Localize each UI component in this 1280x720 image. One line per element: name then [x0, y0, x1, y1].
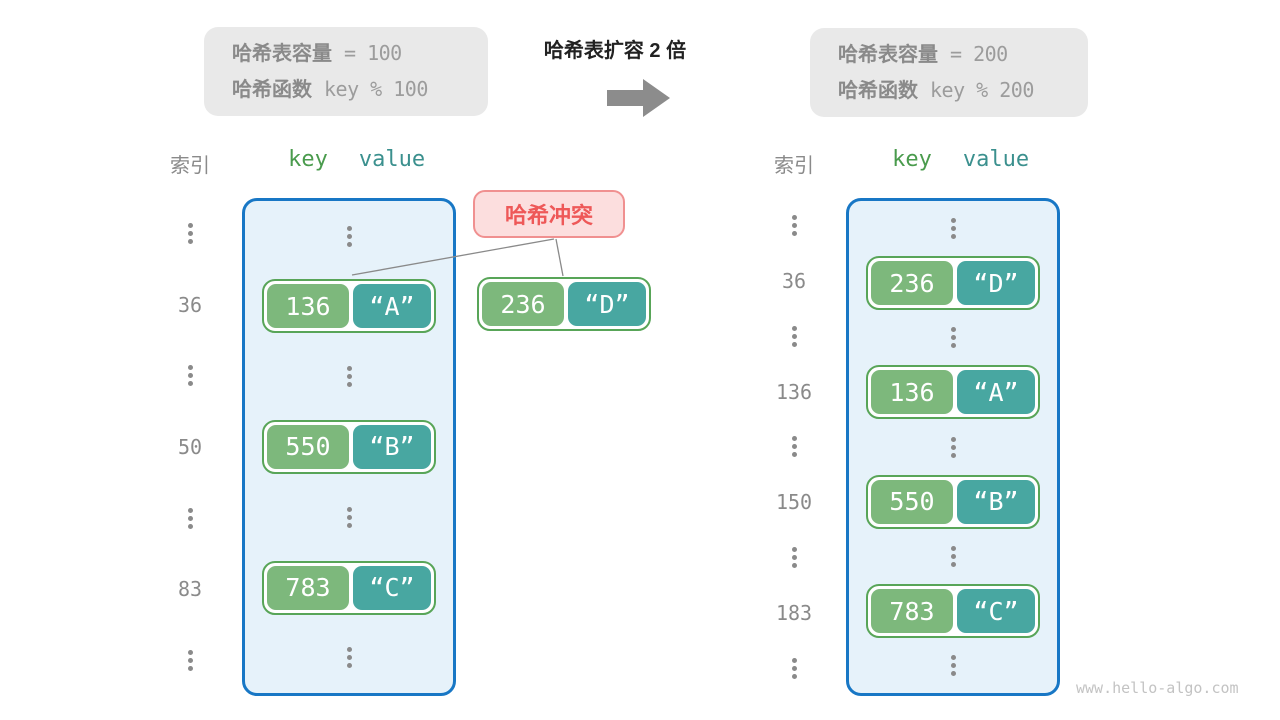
capacity-label: 哈希表容量 [838, 44, 938, 66]
index-label: 183 [775, 600, 813, 625]
capacity-label: 哈希表容量 [232, 43, 332, 65]
kv-pair: 236 “D” [866, 256, 1040, 310]
kv-pair: 783 “C” [262, 560, 436, 615]
kv-column-headers: key value [846, 146, 1060, 198]
index-column: 36 50 83 [148, 198, 232, 696]
ellipsis-icon [187, 223, 193, 245]
index-label: 36 [177, 292, 203, 317]
table-body: 36 50 83 136 “A” 550 [148, 198, 456, 696]
capacity-info-box-left: 哈希表容量 = 100 哈希函数 key % 100 [204, 27, 488, 116]
hash-fn-value: key % 100 [324, 77, 428, 101]
left-hash-table-section: 索引 key value 36 50 83 136 [148, 146, 456, 696]
ellipsis-icon [346, 647, 352, 669]
hash-fn-line: 哈希函数 key % 100 [232, 72, 488, 108]
collision-callout: 哈希冲突 [473, 190, 625, 238]
bucket-row: 236 “D” [849, 256, 1057, 311]
column-headers: 索引 key value [752, 146, 1060, 198]
bucket-row: 783 “C” [849, 584, 1057, 639]
bucket-row: 136 “A” [849, 365, 1057, 420]
bucket-row: 550 “B” [849, 474, 1057, 529]
ellipsis-icon [950, 327, 956, 349]
key-box: 136 [871, 370, 953, 415]
ellipsis-icon [346, 225, 352, 247]
value-box: “B” [957, 479, 1035, 524]
ellipsis-icon [950, 436, 956, 458]
ellipsis-icon [950, 545, 956, 567]
key-box: 136 [267, 284, 349, 329]
index-column: 36 136 150 183 [752, 198, 836, 696]
bucket-row: 783 “C” [245, 552, 453, 622]
expansion-title: 哈希表扩容 2 倍 [543, 40, 687, 62]
ellipsis-icon [950, 217, 956, 239]
kv-column-headers: key value [242, 146, 456, 198]
value-box: “D” [957, 261, 1035, 305]
ellipsis-icon [187, 365, 193, 387]
index-label: 150 [775, 490, 813, 515]
ellipsis-icon [950, 655, 956, 677]
key-box: 550 [267, 424, 349, 469]
index-label: 50 [177, 434, 203, 459]
index-column-header: 索引 [170, 155, 210, 177]
value-column-header: value [358, 147, 426, 172]
ellipsis-icon [346, 366, 352, 388]
key-box: 550 [871, 479, 953, 524]
value-box: “A” [957, 370, 1035, 415]
value-column-header: value [962, 147, 1030, 172]
value-box: “B” [353, 424, 431, 469]
value-box: “D” [568, 282, 646, 326]
kv-pair: 136 “A” [866, 365, 1040, 420]
key-box: 236 [482, 282, 564, 326]
ellipsis-icon [791, 547, 797, 569]
key-column-header: key [288, 147, 328, 172]
kv-pair: 136 “A” [262, 279, 436, 334]
hash-fn-label: 哈希函数 [838, 80, 918, 102]
watermark: www.hello-algo.com [1076, 679, 1239, 697]
ellipsis-icon [791, 215, 797, 237]
index-column-header: 索引 [774, 155, 814, 177]
ellipsis-icon [791, 657, 797, 679]
value-box: “C” [957, 589, 1035, 634]
capacity-value: = 200 [950, 42, 1008, 66]
kv-pair: 550 “B” [866, 474, 1040, 529]
ellipsis-icon [187, 649, 193, 671]
bucket-row: 136 “A” [245, 271, 453, 341]
hash-fn-label: 哈希函数 [232, 79, 312, 101]
key-column-header: key [892, 147, 932, 172]
value-box: “C” [353, 565, 431, 610]
index-label: 136 [775, 379, 813, 404]
kv-pair: 550 “B” [262, 419, 436, 474]
bucket-row: 550 “B” [245, 412, 453, 482]
index-label: 36 [781, 268, 807, 293]
capacity-value: = 100 [344, 41, 402, 65]
arrow-right-icon [607, 79, 670, 117]
collision-kv-pair: 236 “D” [477, 277, 651, 331]
index-label: 83 [177, 577, 203, 602]
capacity-line: 哈希表容量 = 100 [232, 36, 488, 72]
hash-table-container: 136 “A” 550 “B” 783 “C” [242, 198, 456, 696]
capacity-info-box-right: 哈希表容量 = 200 哈希函数 key % 200 [810, 28, 1088, 117]
key-box: 236 [871, 261, 953, 305]
ellipsis-icon [346, 506, 352, 528]
table-body: 36 136 150 183 236 “D” [752, 198, 1060, 696]
ellipsis-icon [791, 436, 797, 458]
hash-table-container: 236 “D” 136 “A” 550 “B” [846, 198, 1060, 696]
key-box: 783 [871, 589, 953, 634]
ellipsis-icon [791, 325, 797, 347]
ellipsis-icon [187, 507, 193, 529]
column-headers: 索引 key value [148, 146, 456, 198]
hash-fn-value: key % 200 [930, 78, 1034, 102]
kv-pair: 783 “C” [866, 584, 1040, 639]
hash-fn-line: 哈希函数 key % 200 [838, 73, 1088, 109]
value-box: “A” [353, 284, 431, 329]
right-hash-table-section: 索引 key value 36 136 150 183 [752, 146, 1060, 696]
key-box: 783 [267, 565, 349, 610]
capacity-line: 哈希表容量 = 200 [838, 37, 1088, 73]
